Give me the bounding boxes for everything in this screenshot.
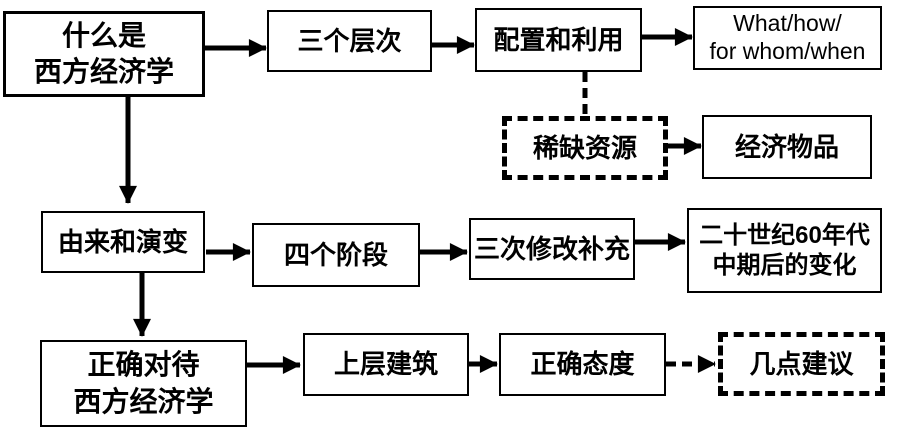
node-changes-after-mid-1960s: 二十世纪60年代 中期后的变化: [687, 208, 882, 293]
node-economic-goods: 经济物品: [702, 115, 872, 179]
node-three-levels: 三个层次: [267, 10, 432, 72]
node-allocation-utilization: 配置和利用: [475, 8, 642, 72]
node-scarce-resources: 稀缺资源: [502, 116, 668, 180]
node-superstructure: 上层建筑: [303, 333, 469, 396]
node-what-how-for-whom-when: What/how/ for whom/when: [693, 6, 882, 70]
node-origin-evolution: 由来和演变: [41, 211, 205, 273]
node-what-is-western-economics: 什么是 西方经济学: [3, 11, 205, 97]
node-three-revisions: 三次修改补充: [469, 218, 635, 280]
node-treat-western-economics-correctly: 正确对待 西方经济学: [40, 340, 247, 427]
node-correct-attitude: 正确态度: [499, 333, 666, 396]
node-four-stages: 四个阶段: [252, 223, 420, 287]
node-suggestions: 几点建议: [718, 332, 885, 396]
